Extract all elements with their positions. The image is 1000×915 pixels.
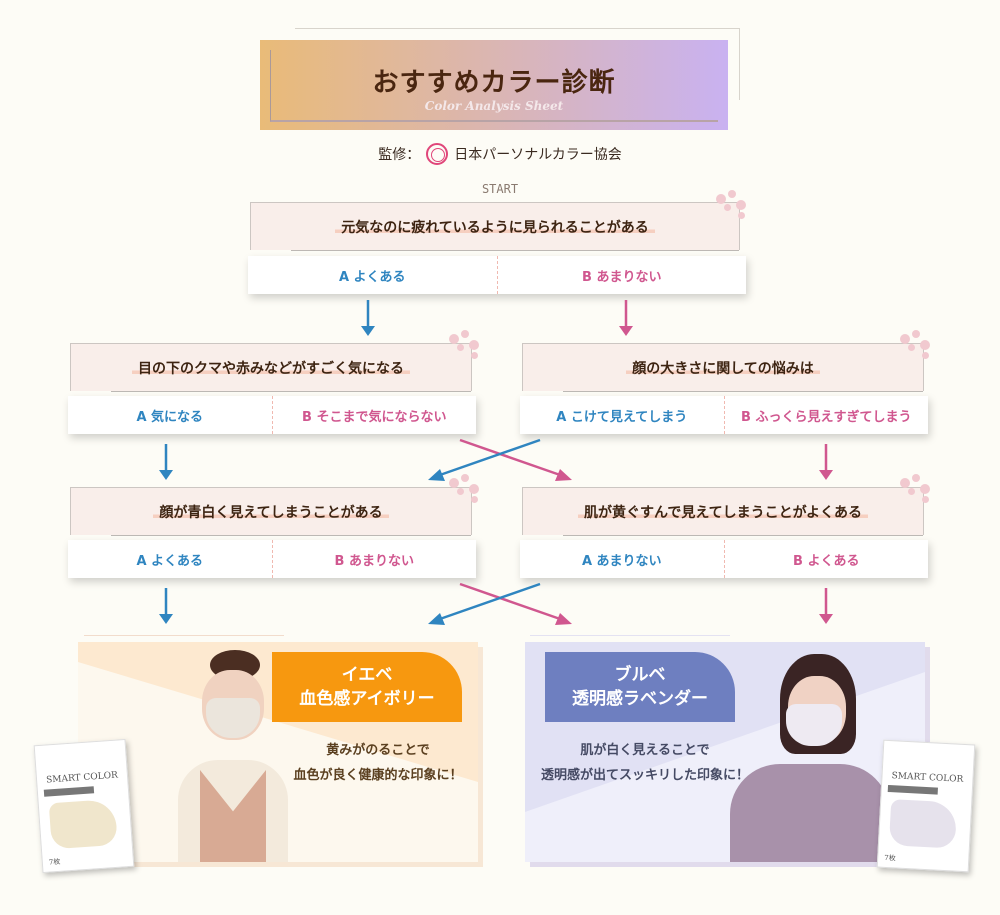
arrow-a (361, 300, 375, 336)
petal-decoration (896, 330, 932, 360)
arrow-b (819, 444, 833, 480)
arrow-b (619, 300, 633, 336)
answer-b[interactable]: B そこまで気にならない (302, 409, 447, 425)
arrow-a-cross (428, 582, 541, 625)
page-subtitle: Color Analysis Sheet (424, 99, 564, 113)
result-color-name: 血色感アイボリー (299, 689, 435, 709)
answer-row-4: A よくある B あまりない (68, 540, 476, 578)
answer-a[interactable]: A こけて見えてしまう (520, 396, 725, 434)
question-text: 顔の大きさに関しての悩みは (626, 357, 820, 378)
petal-decoration (712, 190, 748, 220)
supervision-label: 監修： (378, 147, 421, 163)
description-line: 黄みがのることで (326, 743, 430, 758)
arrow-b-cross (459, 582, 572, 625)
result-color-name: 透明感ラベンダー (572, 689, 708, 709)
decor-line (739, 28, 740, 100)
title-banner: おすすめカラー診断 Color Analysis Sheet (260, 40, 728, 130)
page-title: おすすめカラー診断 (372, 68, 616, 98)
decor-line (295, 28, 740, 29)
question-text: 肌が黄ぐすんで見えてしまうことがよくある (578, 501, 868, 522)
arrow-b-cross (459, 438, 572, 481)
question-1: 元気なのに疲れているように見られることがある (250, 202, 740, 251)
decor-line (84, 635, 284, 636)
answer-row-1: A よくある B あまりない (248, 256, 746, 294)
result-badge: ブルベ 透明感ラベンダー (545, 652, 735, 722)
answer-a[interactable]: A 気になる (68, 396, 273, 434)
question-3: 顔の大きさに関しての悩みは (522, 343, 924, 392)
arrow-a-cross (428, 438, 541, 481)
product-brand: SMART COLOR (891, 771, 964, 785)
result-description: 黄みがのることで 血色が良く健康的な印象に！ (278, 738, 478, 788)
result-card-yellow: イエベ 血色感アイボリー 黄みがのることで 血色が良く健康的な印象に！ (78, 642, 478, 862)
arrow-a (159, 444, 173, 480)
model-photo (178, 650, 288, 862)
question-2: 目の下のクマや赤みなどがすごく気になる (70, 343, 472, 392)
question-5: 肌が黄ぐすんで見えてしまうことがよくある (522, 487, 924, 536)
question-text: 目の下のクマや赤みなどがすごく気になる (132, 357, 410, 378)
supervisor-name: 日本パーソナルカラー協会 (454, 147, 622, 163)
petal-decoration (445, 474, 481, 504)
question-text: 顔が青白く見えてしまうことがある (153, 501, 389, 522)
petal-decoration (445, 330, 481, 360)
answer-row-2: A 気になる B そこまで気にならない (68, 396, 476, 434)
answer-b[interactable]: B あまりない (582, 269, 662, 285)
answer-a[interactable]: A よくある (68, 540, 273, 578)
petal-decoration (896, 474, 932, 504)
description-line: 血色が良く健康的な印象に！ (293, 768, 463, 783)
start-label: START (481, 182, 519, 196)
question-4: 顔が青白く見えてしまうことがある (70, 487, 472, 536)
answer-a[interactable]: A あまりない (520, 540, 725, 578)
description-line: 透明感が出てスッキリした印象に！ (540, 768, 749, 783)
result-description: 肌が白く見えることで 透明感が出てスッキリした印象に！ (525, 738, 765, 788)
result-card-lavender: ブルベ 透明感ラベンダー 肌が白く見えることで 透明感が出てスッキリした印象に！ (525, 642, 925, 862)
arrow-b (819, 588, 833, 624)
description-line: 肌が白く見えることで (580, 743, 710, 758)
result-type: ブルベ (614, 665, 666, 685)
answer-a[interactable]: A よくある (248, 256, 498, 294)
result-type: イエベ (341, 665, 393, 685)
association-logo-icon (426, 143, 449, 165)
product-package-ivory: SMART COLOR 7枚 (33, 738, 135, 874)
answer-b[interactable]: B よくある (793, 553, 860, 569)
supervision: 監修： 日本パーソナルカラー協会 (0, 143, 1000, 165)
answer-b[interactable]: B あまりない (334, 553, 414, 569)
answer-row-5: A あまりない B よくある (520, 540, 928, 578)
answer-b[interactable]: B ふっくら見えすぎてしまう (741, 409, 912, 425)
arrow-a (159, 588, 173, 624)
decor-line (530, 635, 730, 636)
question-text: 元気なのに疲れているように見られることがある (335, 216, 655, 237)
answer-row-3: A こけて見えてしまう B ふっくら見えすぎてしまう (520, 396, 928, 434)
product-count: 7枚 (884, 853, 896, 863)
product-count: 7枚 (48, 857, 61, 867)
model-photo (730, 654, 890, 862)
product-package-lavender: SMART COLOR 7枚 (876, 739, 976, 873)
product-brand: SMART COLOR (45, 770, 119, 786)
result-badge: イエベ 血色感アイボリー (272, 652, 462, 722)
